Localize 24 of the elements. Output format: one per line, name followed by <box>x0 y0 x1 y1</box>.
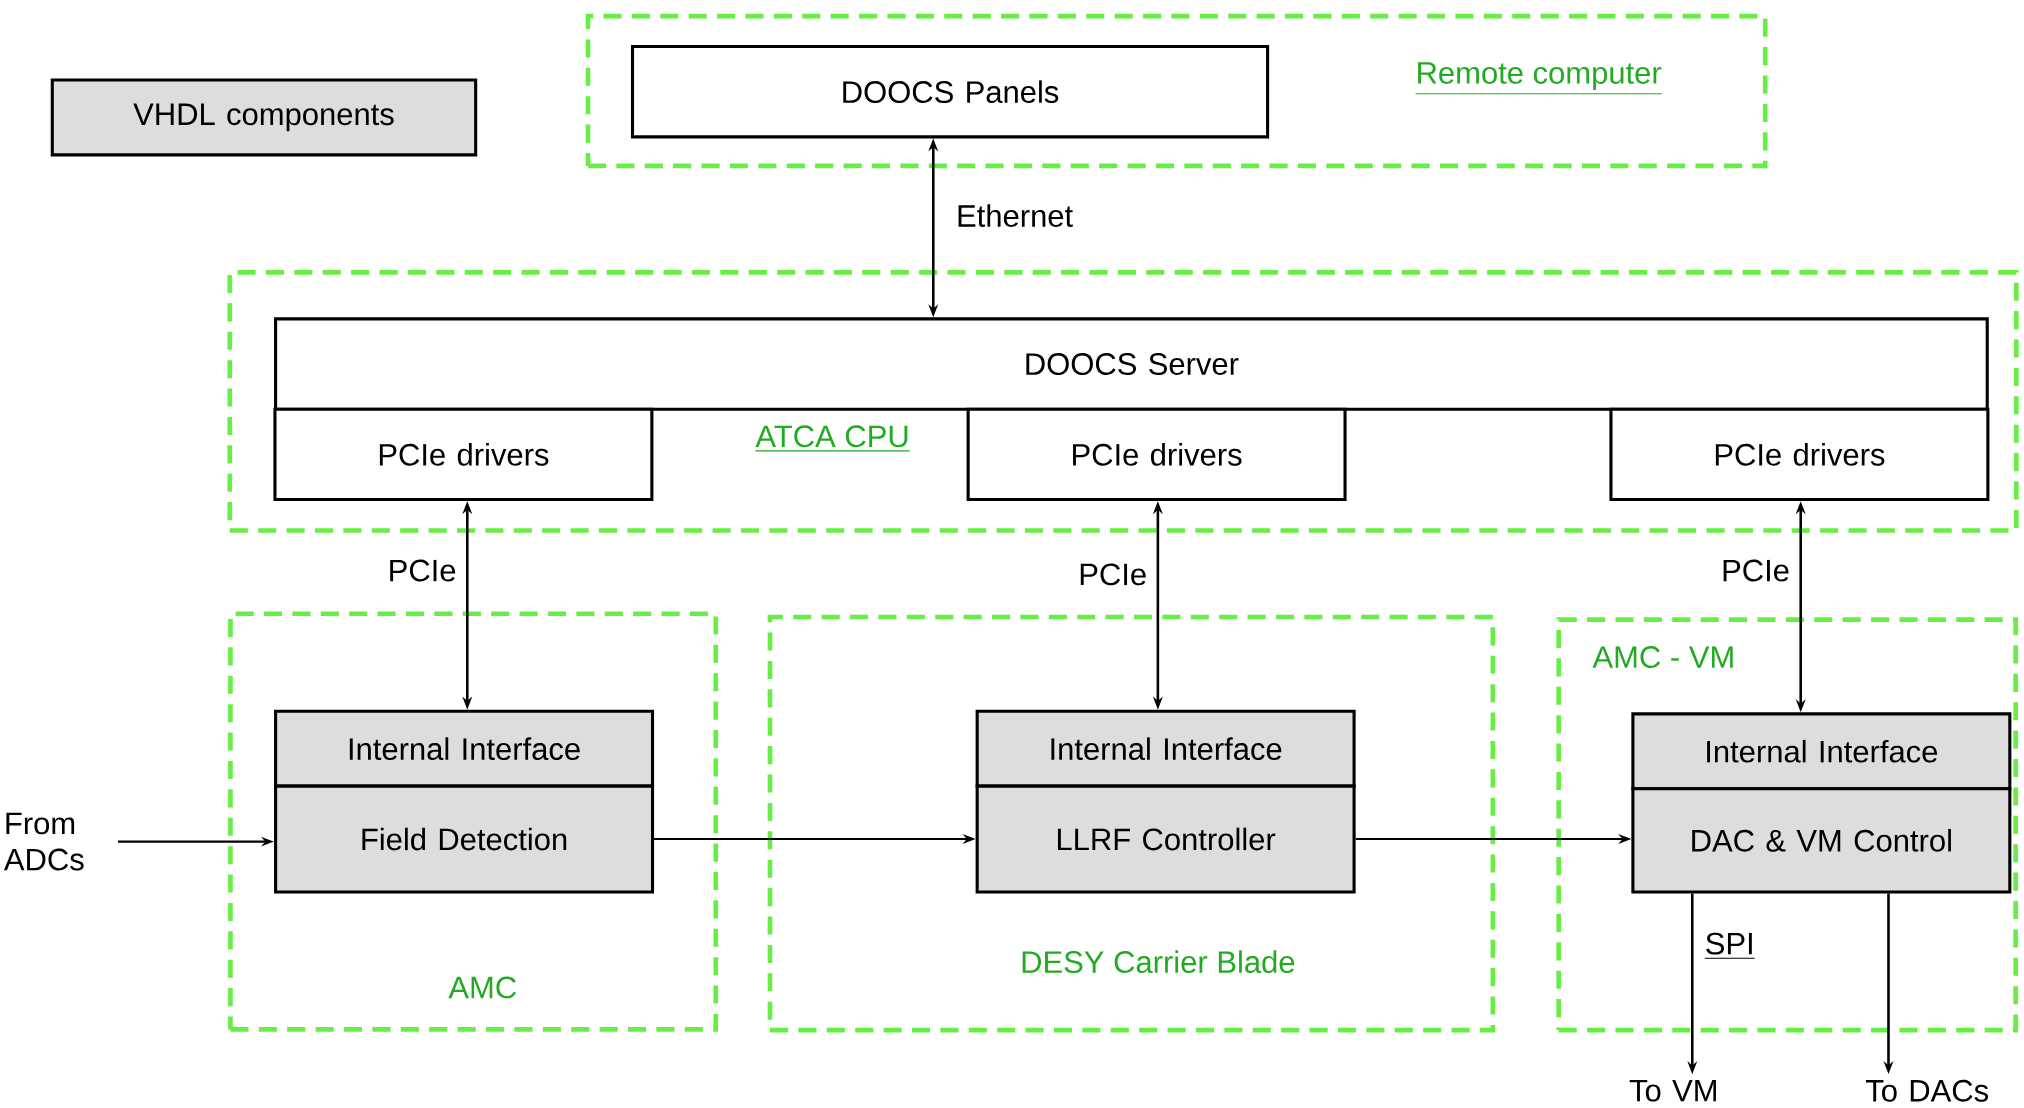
software-box: PCIe drivers <box>1609 407 1990 502</box>
component-box: VHDL components <box>50 78 478 157</box>
edge-label: Ethernet <box>953 201 1076 230</box>
edge-label: PCIe <box>385 557 460 585</box>
component-box: LLRF Controller <box>975 784 1356 894</box>
group-label: Remote computer <box>1415 62 1663 95</box>
software-box: DOOCS Panels <box>630 45 1270 139</box>
edge-label: PCIe <box>1075 561 1150 589</box>
component-box: Internal Interface <box>975 709 1356 788</box>
software-box: PCIe drivers <box>966 407 1347 502</box>
edge-label: SPI <box>1702 930 1758 963</box>
edge-label: PCIe <box>1718 557 1793 585</box>
component-box: Internal Interface <box>274 709 655 788</box>
group-label: AMC <box>448 976 516 999</box>
component-box: Internal Interface <box>1631 712 2012 791</box>
group-label: ATCA CPU <box>754 425 911 452</box>
group-label: AMC - VM <box>1592 646 1733 669</box>
signal-label: To VM <box>1629 1080 1716 1102</box>
component-box: DAC & VM Control <box>1631 787 2012 894</box>
group-label: DESY Carrier Blade <box>1022 950 1295 974</box>
component-box: Field Detection <box>274 784 655 894</box>
signal-label: From ADCs <box>3 813 84 871</box>
signal-label: To DACs <box>1865 1080 1989 1102</box>
software-box: PCIe drivers <box>273 407 654 502</box>
